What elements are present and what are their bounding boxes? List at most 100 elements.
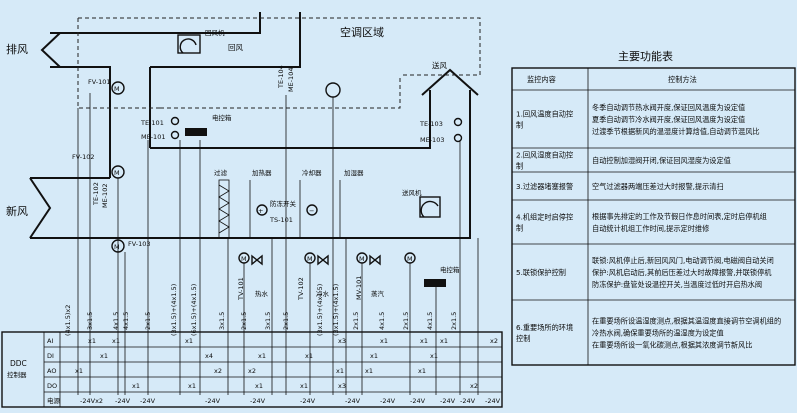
damper-fv101-icon: M — [111, 81, 125, 95]
io-mark: x2 — [248, 367, 256, 375]
control-panel-2-icon — [424, 279, 446, 287]
supply-fan-icon — [419, 196, 441, 218]
ts101-label: TS-101 — [269, 216, 293, 224]
table-title: 主要功能表 — [618, 49, 673, 63]
cable-label: (3x1.5)+(4x1.5) — [332, 284, 340, 336]
table-row-label: 1.回风温度自动控 — [516, 110, 573, 119]
signal-lines — [77, 93, 479, 395]
cable-label: 2x1.5 — [352, 312, 360, 330]
table-row-label: 5.联锁保护控制 — [516, 268, 566, 277]
svg-text:M: M — [114, 85, 120, 93]
io-mark: x2 — [214, 367, 222, 375]
io-mark: x1 — [258, 352, 266, 360]
mv101-label: MV-101 — [355, 276, 363, 300]
ddc-row-label: DO — [47, 382, 57, 390]
io-mark: x1 — [430, 352, 438, 360]
cable-label: (3x1.5)+(4x1.5) — [316, 284, 324, 336]
table-row-label: 制 — [516, 224, 523, 233]
ddc-row-label: AO — [47, 367, 56, 375]
table-row-method: 空气过滤器两端压差过大时报警,提示清扫 — [592, 182, 724, 191]
table-row-method: 冷热水阀,确保重要场所的温湿度为设定值 — [592, 329, 724, 338]
table-row-label: 制 — [516, 162, 523, 171]
voltage-mark: -24V — [115, 397, 131, 405]
ddc-subtitle: 控制器 — [7, 370, 27, 379]
voltage-mark: -24V — [250, 397, 266, 405]
cable-label: (3x1.5)+(4x1.5) — [170, 284, 178, 336]
table-row-method: 在重要场所设温湿度测点,根据其温湿度直接调节空调机组的 — [592, 317, 781, 326]
return-fan-icon — [177, 34, 201, 54]
duct-work — [29, 12, 479, 239]
io-mark: x1 — [420, 337, 428, 345]
io-mark: x3 — [338, 382, 346, 390]
svg-text:−: − — [309, 207, 314, 215]
svg-text:M: M — [114, 243, 120, 251]
valve-tv102-icon: M — [304, 252, 329, 266]
function-table — [511, 67, 796, 366]
table-row-method: 夏季自动调节冷水阀开度,保证回风温度为设定值 — [592, 115, 745, 124]
cable-label: 4x1.5 — [426, 312, 434, 330]
return-air-label: 回风 — [228, 43, 243, 52]
area-title: 空调区域 — [340, 25, 384, 39]
table-row-method: 根据事先排定的工作及节假日作息时间表,定时启停机组 — [592, 212, 767, 221]
supply-fan-label: 送风机 — [402, 188, 422, 197]
cable-label: 2x1.5 — [450, 312, 458, 330]
valve-tv101-icon: M — [238, 252, 263, 266]
me101-label: ME-101 — [141, 133, 165, 141]
voltage-mark: -24V — [410, 397, 426, 405]
table-row-method: 自动统计机组工作时间,提示定时维修 — [592, 224, 709, 233]
io-mark: x1 — [255, 382, 263, 390]
table-row-label: 3.过滤器堵塞报警 — [516, 182, 573, 191]
fresh-air-label: 新风 — [6, 204, 28, 218]
filter-label: 过滤 — [214, 168, 228, 177]
cable-label: 3x1.5 — [86, 312, 94, 330]
io-mark: x4 — [205, 352, 213, 360]
steam-label: 蒸汽 — [371, 289, 385, 298]
io-mark: x3 — [338, 337, 346, 345]
svg-text:M: M — [359, 255, 365, 263]
cable-label: 3x1.5 — [218, 312, 226, 330]
cable-label: 3x1.5 — [264, 312, 272, 330]
cable-label: (6x1.5)+(4x1.5) — [190, 284, 198, 336]
table-row-label: 4.机组定时启停控 — [516, 213, 573, 222]
table-row-method: 自动控制加湿阀开闭,保证回风湿度为设定值 — [592, 156, 731, 165]
io-mark: x1 — [336, 367, 344, 375]
ddc-row-label: 电源 — [47, 396, 61, 405]
area-boundary — [78, 17, 481, 76]
me102-label: ME-102 — [101, 184, 109, 208]
table-row-label: 2.回风湿度自动控 — [516, 151, 573, 160]
cable-label: 2x1.5 — [144, 312, 152, 330]
ddc-title: DDC — [10, 359, 27, 368]
ts-note: 防冻开关 — [270, 199, 297, 208]
table-row-method: 联锁:风机停止后,新回风风门,电动调节阀,电磁阀自动关闭 — [592, 256, 774, 265]
svg-text:M: M — [241, 255, 247, 263]
table-row-label: 6.重要场所的环境 — [516, 323, 573, 332]
tv102-label: TV-102 — [297, 277, 305, 301]
te103-label: TE-103 — [419, 120, 443, 128]
table-row-label: 制 — [516, 121, 523, 130]
te101-label: TE-101 — [140, 119, 164, 127]
cable-label: (4x1.5)x2 — [64, 305, 72, 336]
io-mark: x2 — [490, 337, 498, 345]
valve-mv101-icon: M — [356, 252, 381, 266]
exhaust-label: 排风 — [6, 42, 28, 56]
damper-fv102-icon: M — [111, 165, 125, 179]
io-mark: x1 — [112, 337, 120, 345]
table-row-method: 冬季自动调节热水阀开度,保证回风温度为设定值 — [592, 103, 745, 112]
voltage-mark: -24V — [440, 397, 456, 405]
table-row-method: 保护:风机启动后,其前后压差过大时故障报警,并联锁停机 — [592, 268, 772, 277]
ddc-controller — [1, 331, 503, 408]
cable-label: 2x1.5 — [282, 312, 290, 330]
cable-label: 2x1.5 — [402, 312, 410, 330]
io-mark: x1 — [75, 367, 83, 375]
voltage-mark: -24V — [140, 397, 156, 405]
ddc-row-label: DI — [47, 352, 54, 360]
table-row-method: 防冻保护:盘管处设温控开关,当温度过低时开启热水阀 — [592, 280, 762, 289]
cold-water-label: 冷水 — [316, 289, 330, 298]
voltage-mark: -24Vx2 — [80, 397, 103, 405]
voltage-mark: -24V — [205, 397, 221, 405]
table-header-method: 控制方法 — [668, 75, 697, 84]
heater-label: 加热器 — [252, 168, 272, 177]
